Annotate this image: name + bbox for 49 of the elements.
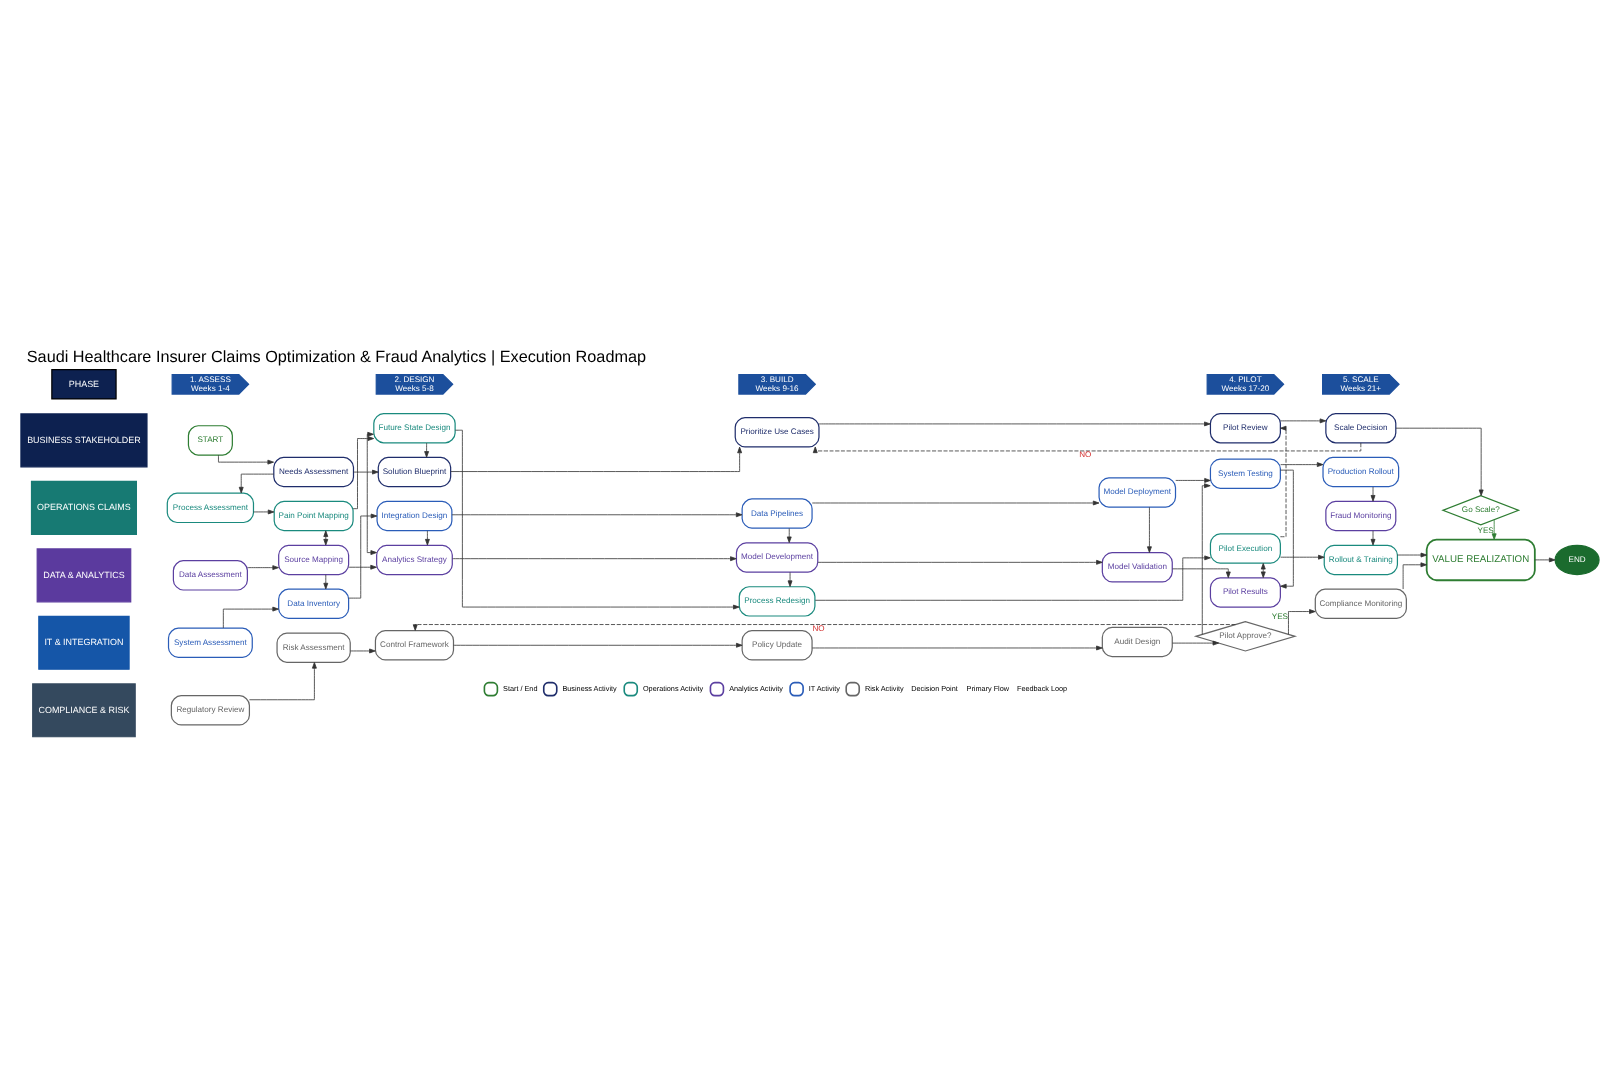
- arrow: [412, 623, 1236, 630]
- arrow: [1288, 608, 1316, 634]
- arrow: [1280, 553, 1325, 559]
- arrow: [811, 499, 1100, 505]
- arrow: [453, 641, 743, 647]
- arrow: [786, 527, 792, 543]
- arrow: [817, 558, 1103, 564]
- arrow: [323, 573, 329, 589]
- arrow: [452, 555, 737, 561]
- arrow: [238, 472, 275, 493]
- arrow: [1279, 424, 1287, 537]
- arrow: [323, 529, 329, 545]
- arrow: [1395, 426, 1484, 496]
- arrow: [353, 468, 379, 474]
- arrow: [218, 453, 274, 464]
- arrow: [1534, 556, 1556, 562]
- arrow: [222, 605, 279, 628]
- arrow: [249, 661, 317, 700]
- arrow: [787, 570, 793, 586]
- arrow: [1201, 482, 1211, 634]
- arrow: [348, 563, 377, 569]
- arrow: [1172, 567, 1231, 578]
- arrow: [349, 647, 376, 653]
- arrow: [1280, 468, 1294, 588]
- arrow: [814, 554, 1211, 600]
- arrow: [348, 512, 378, 598]
- arrow: [451, 511, 743, 517]
- arrow: [1172, 639, 1220, 645]
- arrow: [1147, 505, 1152, 552]
- arrow: [811, 644, 1103, 650]
- arrow: [454, 428, 740, 609]
- arrow: [1175, 477, 1211, 482]
- arrow: [1280, 417, 1327, 423]
- arrow: [424, 441, 429, 457]
- arrow: [812, 441, 1362, 453]
- arrow: [450, 445, 743, 471]
- arrow: [1370, 529, 1376, 545]
- arrow: [1397, 551, 1428, 557]
- arrow: [247, 564, 279, 570]
- arrow: [366, 430, 377, 554]
- arrow: [1402, 561, 1428, 589]
- arrow: [1370, 485, 1376, 501]
- arrow: [818, 420, 1211, 426]
- arrow: [352, 435, 375, 509]
- arrow: [425, 529, 430, 545]
- arrow: [1280, 461, 1324, 466]
- diagram-title: Saudi Healthcare Insurer Claims Optimization & Fraud Analytics | Execution Roadmap: [26, 346, 647, 365]
- arrow: [1491, 518, 1497, 539]
- arrow: [253, 508, 275, 514]
